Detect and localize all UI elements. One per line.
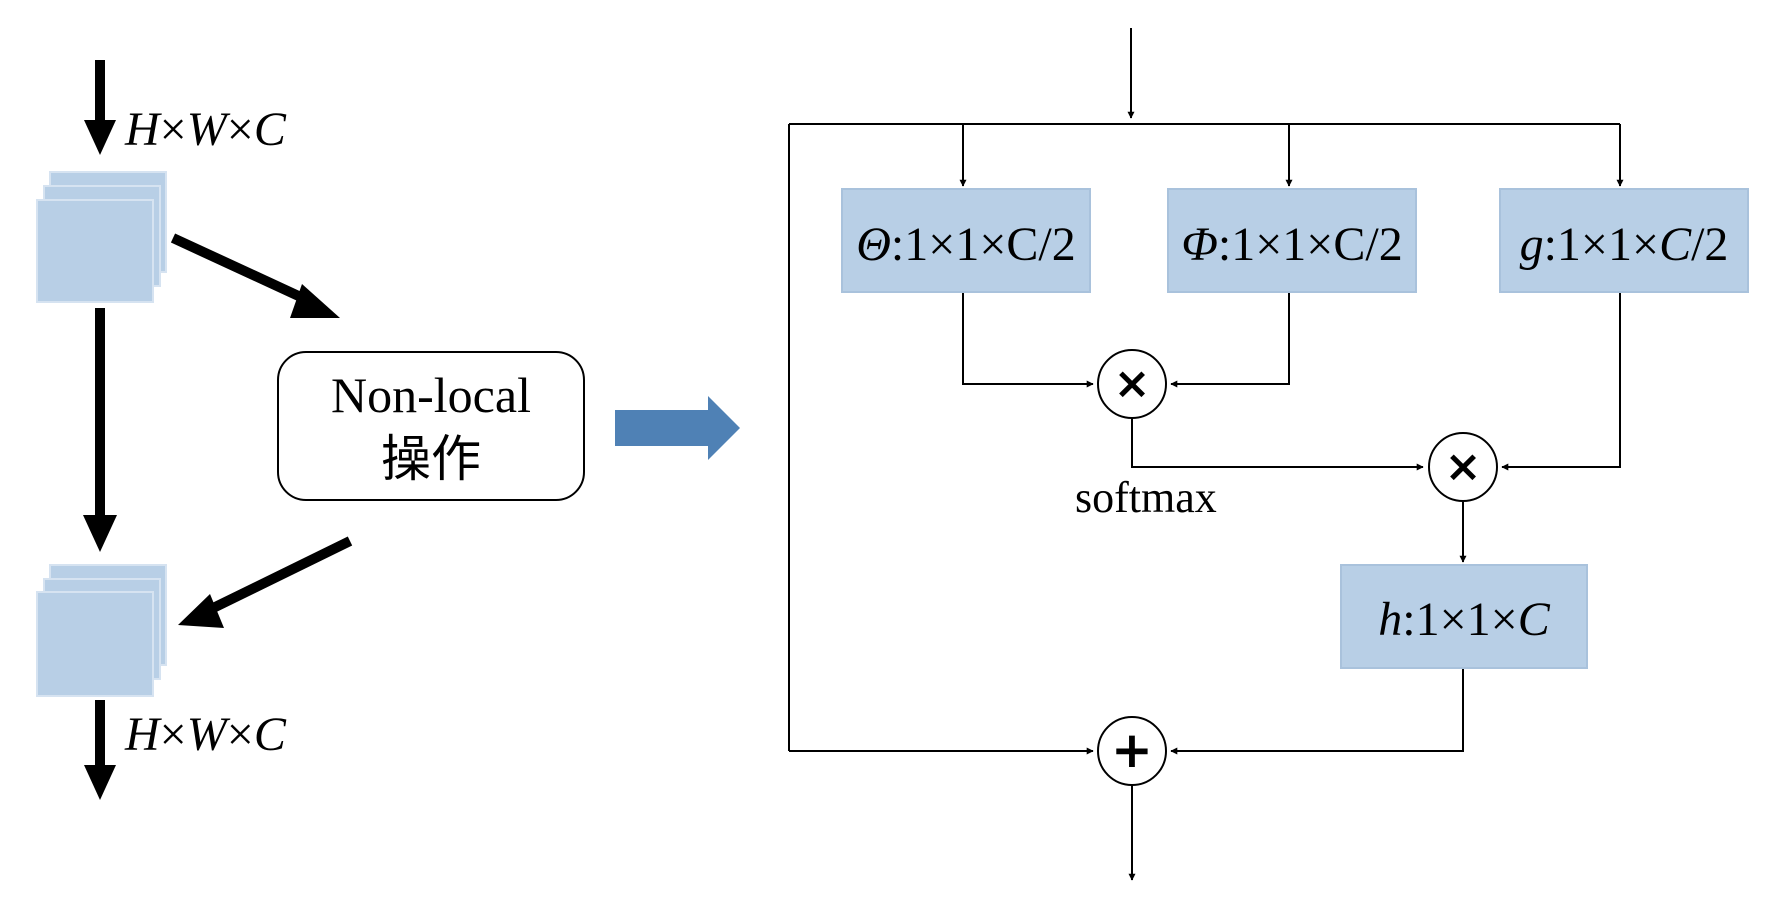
input-shape-label: H×W×C <box>124 103 287 156</box>
wiring <box>788 28 1624 881</box>
add-symbol: + <box>1111 721 1153 779</box>
skip-arrow-down <box>83 308 117 552</box>
output-shape-label: H×W×C <box>124 708 287 761</box>
g-box-label: g:1×1×C/2 <box>1520 218 1729 271</box>
theta-box: Θ:1×1×C/2 <box>841 188 1091 293</box>
add-node: + <box>1097 716 1167 786</box>
nonlocal-op-box: Non-local 操作 <box>277 351 585 501</box>
theta-box-label: Θ:1×1×C/2 <box>856 218 1076 271</box>
multiply-node-1: × <box>1097 349 1167 419</box>
h-box: h:1×1×C <box>1340 564 1588 669</box>
multiply-node-2: × <box>1428 432 1498 502</box>
phi-box-label: Φ:1×1×C/2 <box>1181 218 1402 271</box>
arrow-to-nonlocal <box>170 233 340 318</box>
input-feature-map <box>36 171 167 303</box>
g-box: g:1×1×C/2 <box>1499 188 1749 293</box>
h-box-label: h:1×1×C <box>1378 593 1550 646</box>
multiply-symbol-1: × <box>1114 358 1151 409</box>
input-arrow <box>84 60 116 155</box>
expand-arrow <box>615 396 740 460</box>
nonlocal-op-label-line2: 操作 <box>381 430 481 488</box>
phi-box: Φ:1×1×C/2 <box>1167 188 1417 293</box>
softmax-label: softmax <box>1075 473 1217 522</box>
nonlocal-op-label-line1: Non-local <box>331 367 531 423</box>
output-feature-map <box>36 564 167 697</box>
output-arrow <box>84 700 116 800</box>
arrow-from-nonlocal <box>178 536 353 628</box>
multiply-symbol-2: × <box>1445 441 1482 492</box>
